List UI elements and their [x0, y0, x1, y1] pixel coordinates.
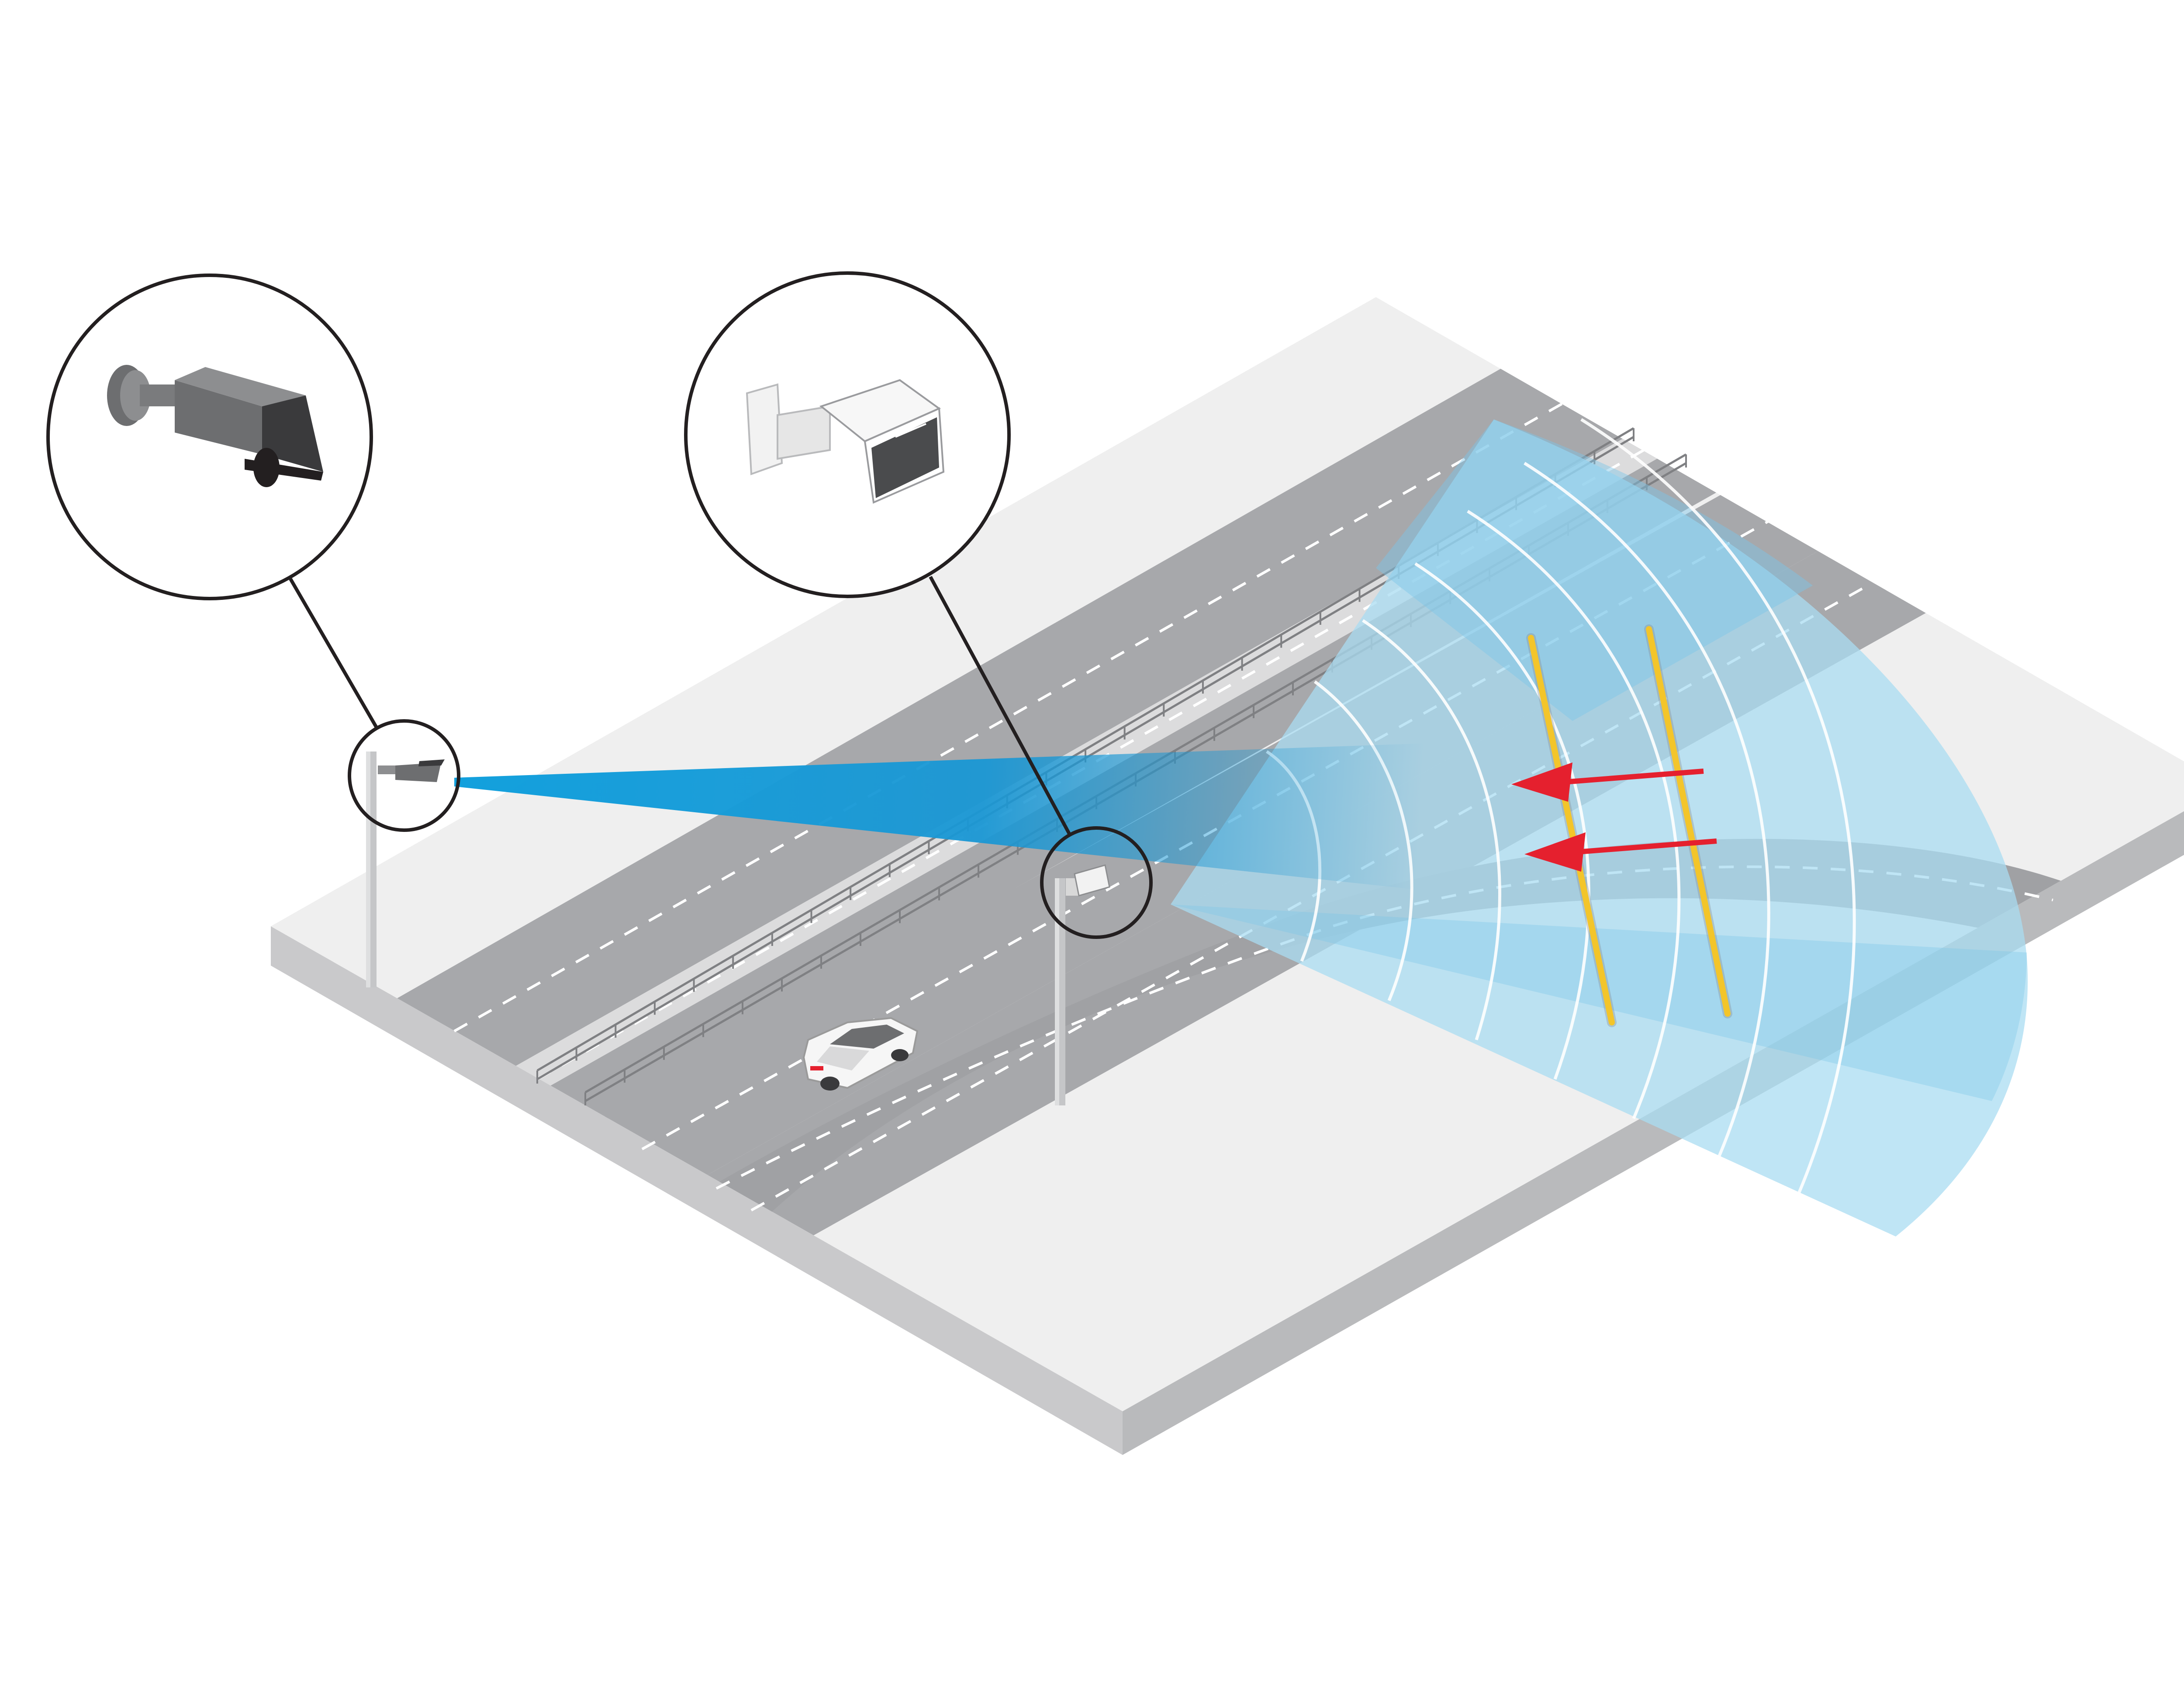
camera-callout-ring: [348, 719, 460, 832]
direction-arrow-1: [1511, 762, 1704, 802]
camera-mini: [378, 759, 445, 782]
camera-callout: [46, 274, 373, 600]
virtual-detection-lines: [1526, 624, 1732, 1027]
radar-detection-zone: [1171, 419, 2028, 1236]
road-upper-carriageway: [393, 363, 1730, 1119]
direction-arrow-2: [1524, 832, 1717, 872]
camera-pole: [366, 752, 377, 987]
radar-mini: [1066, 864, 1110, 897]
ground-side-left: [271, 926, 1123, 1455]
radar-pole: [1055, 878, 1065, 1105]
radar-leader-line: [929, 576, 1072, 836]
camera-field-of-view: [454, 743, 1441, 891]
car: [802, 1017, 919, 1091]
radar-sensor-icon: [746, 379, 945, 504]
camera-leader-line: [289, 578, 378, 729]
radar-callout: [684, 271, 1011, 598]
bullet-camera-icon: [107, 365, 323, 487]
direction-arrows: [1511, 762, 1717, 872]
radar-callout-ring: [1040, 826, 1153, 939]
